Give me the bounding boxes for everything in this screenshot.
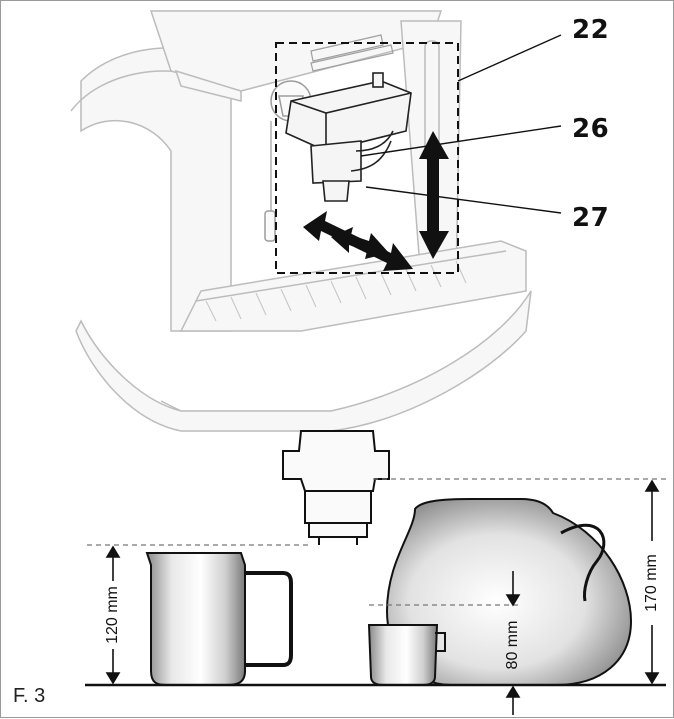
dispenser-unit — [285, 72, 412, 202]
reference-dashed-lines — [87, 478, 666, 606]
callout-27: 27 — [572, 203, 610, 233]
vertical-double-arrow — [419, 131, 449, 259]
horizontal-double-arrow — [303, 211, 413, 271]
outlet-head — [282, 430, 390, 545]
tall-cup — [145, 552, 293, 686]
button-panel — [310, 34, 394, 72]
dimension-label-80mm: 80 mm — [504, 620, 521, 670]
callout-22: 22 — [572, 15, 610, 45]
drip-tray-grid — [205, 260, 467, 322]
dimension-arrows — [105, 479, 660, 715]
figure-label: F. 3 — [13, 685, 46, 707]
jug — [385, 498, 633, 686]
dispenser-dashed-box — [275, 42, 459, 274]
machine-body — [70, 10, 532, 432]
small-cup — [367, 624, 446, 686]
dimension-label-120mm: 120 mm — [104, 586, 121, 644]
callout-leaders — [360, 34, 562, 214]
callout-26: 26 — [572, 114, 610, 144]
dimension-label-170mm: 170 mm — [643, 554, 660, 612]
